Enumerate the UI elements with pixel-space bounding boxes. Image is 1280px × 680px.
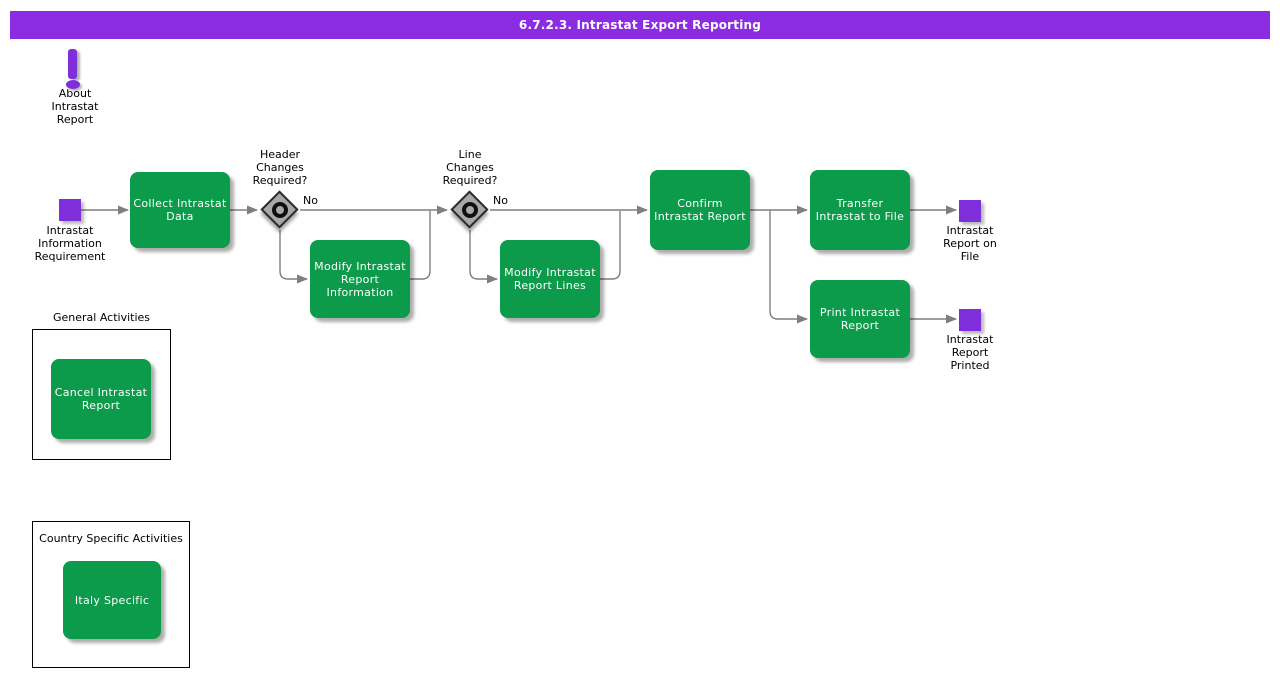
end-node-label-on-file: Intrastat Report on File [943, 224, 997, 263]
connector-modifylines-rejoin [600, 211, 621, 280]
decision-line-changes [450, 190, 490, 230]
exclamation-bar[interactable] [68, 49, 77, 79]
connector-branch-to-print [769, 210, 808, 324]
decision-ring-icon [272, 202, 288, 218]
decision-line-question: Line Changes Required? [442, 148, 498, 187]
general-activities-group: Cancel Intrastat Report [32, 329, 171, 460]
connector-decision1-yes-down [279, 230, 308, 284]
task-modify-intrastat-report-information[interactable]: Modify Intrastat Report Information [310, 240, 410, 318]
exclamation-dot[interactable] [66, 80, 80, 89]
start-node-square [59, 199, 81, 221]
decision-ring-icon [462, 202, 478, 218]
end-node-label-printed: Intrastat Report Printed [946, 333, 994, 372]
task-confirm-intrastat-report[interactable]: Confirm Intrastat Report [650, 170, 750, 250]
decision-header-question: Header Changes Required? [252, 148, 308, 187]
decision-header-no-label: No [303, 194, 318, 207]
task-italy-specific[interactable]: Italy Specific [63, 561, 161, 639]
country-specific-activities-group: Country Specific Activities Italy Specif… [32, 521, 190, 668]
page-title: 6.7.2.3. Intrastat Export Reporting [518, 18, 762, 32]
general-activities-title: General Activities [52, 311, 151, 324]
end-node-square-on-file [959, 200, 981, 222]
task-cancel-intrastat-report[interactable]: Cancel Intrastat Report [51, 359, 151, 439]
end-node-square-printed [959, 309, 981, 331]
task-collect-intrastat-data[interactable]: Collect Intrastat Data [130, 172, 230, 248]
task-modify-intrastat-report-lines[interactable]: Modify Intrastat Report Lines [500, 240, 600, 318]
title-bar: 6.7.2.3. Intrastat Export Reporting [10, 11, 1270, 39]
start-node-label: Intrastat Information Requirement [34, 224, 106, 263]
decision-line-no-label: No [493, 194, 508, 207]
decision-header-changes [260, 190, 300, 230]
connector-decision2-yes-down [469, 230, 498, 284]
task-print-intrastat-report[interactable]: Print Intrastat Report [810, 280, 910, 358]
about-label: About Intrastat Report [51, 87, 99, 126]
connector-modifyinfo-rejoin [410, 211, 431, 280]
task-transfer-intrastat-to-file[interactable]: Transfer Intrastat to File [810, 170, 910, 250]
country-specific-activities-title: Country Specific Activities [39, 532, 183, 545]
